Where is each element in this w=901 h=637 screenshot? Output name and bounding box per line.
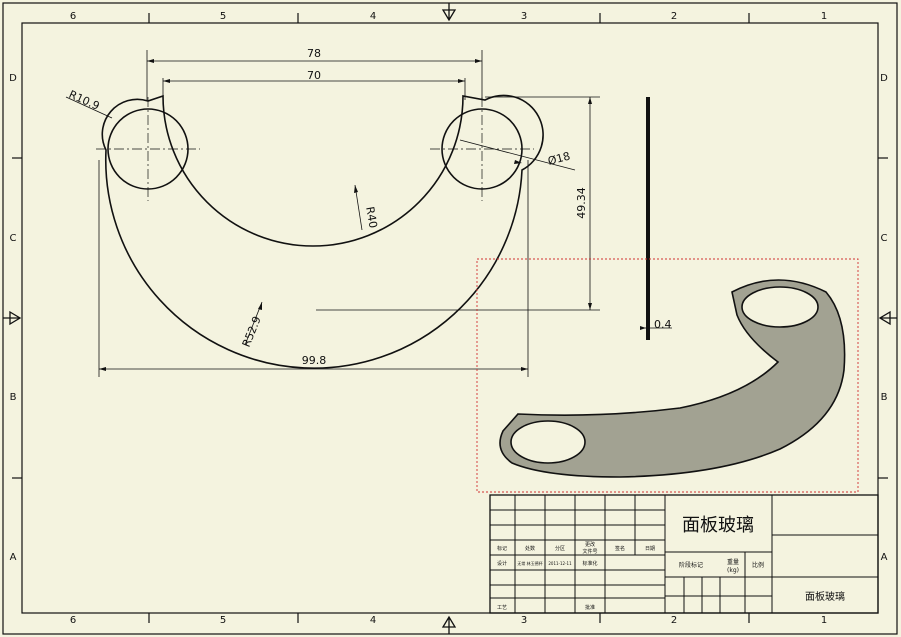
zone-col-top-5: 5 [220,11,226,22]
centering-arrow-top [441,3,457,22]
dimension-70: 70 [307,69,321,82]
dimension-49-34: 49.34 [575,187,588,219]
zone-ticks [12,13,888,623]
label-design: 设计 [497,560,507,567]
preview-frame [476,258,859,493]
dimension-99-8: 99.8 [302,354,327,367]
label-designer: 无常 林玉德杯 [517,560,542,566]
label-change-doc-2: 文件号 [582,548,597,555]
zone-col-bottom-3: 3 [521,615,527,626]
label-standardization: 标准化 [582,560,597,567]
center-lines [96,97,534,201]
side-view-plate [646,97,650,340]
zone-col-top-1: 1 [821,11,827,22]
preview-shape [499,279,846,478]
zone-col-bottom-4: 4 [370,615,376,626]
centering-marks [3,3,897,634]
centering-arrow-left [3,310,22,326]
label-count: 处数 [525,545,535,552]
label-craft: 工艺 [497,605,507,611]
title-part-name-small: 面板玻璃 [805,590,845,603]
zone-row-left-d: D [9,73,17,84]
centering-arrow-right [878,310,897,326]
label-signature: 签名 [615,545,625,552]
title-block-texts: 面板玻璃 阶段标记 重量 (kg) 比例 面板玻璃 标记 处数 分区 更改 文件… [497,515,845,611]
title-part-name: 面板玻璃 [682,515,754,536]
title-scale: 比例 [752,561,764,569]
title-stage-mark: 阶段标记 [679,561,703,569]
inner-border [21,22,879,614]
dimension-r40: R40 [363,206,380,230]
preview-hole-right [741,286,819,328]
zone-labels: 6 5 4 3 2 1 6 5 4 3 2 1 D C B A D C B A [9,11,888,626]
zone-col-bottom-5: 5 [220,615,226,626]
label-date: 日期 [645,546,655,552]
dimension-arrowheads [99,59,646,371]
zone-col-top-6: 6 [70,11,76,22]
zone-row-left-a: A [10,552,17,563]
preview-hole-left [510,420,586,464]
zone-row-right-c: C [881,233,888,244]
title-weight: 重量 [727,558,739,566]
zone-col-top-2: 2 [671,11,677,22]
zone-col-bottom-1: 1 [821,615,827,626]
zone-col-bottom-2: 2 [671,615,677,626]
title-block [489,494,879,614]
part-outline [101,94,544,370]
label-design-date: 2011-12-11 [548,561,572,566]
isometric-preview [476,258,859,493]
dimension-hole-diameter: Ø18 [546,149,571,167]
zone-row-left-b: B [10,392,17,403]
zone-row-right-d: D [880,73,888,84]
dimension-lines [65,50,672,377]
zone-col-top-4: 4 [370,11,376,22]
zone-row-left-c: C [10,233,17,244]
label-mark: 标记 [497,545,507,552]
zone-row-right-b: B [881,392,888,403]
title-weight-unit: (kg) [727,567,739,574]
side-view [646,97,650,340]
zone-col-bottom-6: 6 [70,615,76,626]
centering-arrow-bottom [441,615,457,634]
zone-col-top-3: 3 [521,11,527,22]
dimension-78: 78 [307,47,321,60]
label-zone: 分区 [555,545,565,552]
label-approve: 批准 [585,604,595,611]
label-change-doc-1: 更改 [585,541,595,548]
zone-row-right-a: A [881,552,888,563]
dimension-thickness: 0.4 [654,318,672,331]
